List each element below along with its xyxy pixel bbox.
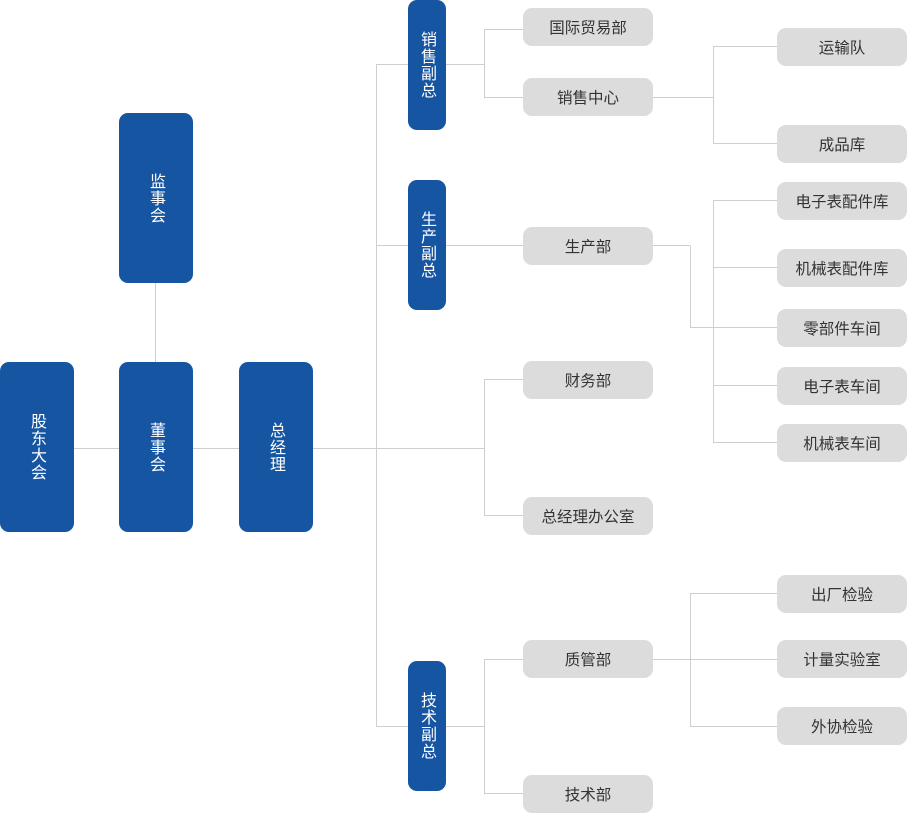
node-label: 监事会 — [147, 172, 166, 224]
node-intl-trade: 国际贸易部 — [523, 8, 653, 46]
node-general-manager: 总经理 — [239, 362, 313, 532]
node-label: 零部件车间 — [803, 320, 881, 338]
node-label: 国际贸易部 — [549, 19, 627, 37]
node-label: 总经理 — [267, 421, 286, 473]
node-board: 董事会 — [119, 362, 193, 532]
node-mechanical-parts-store: 机械表配件库 — [777, 249, 907, 287]
node-finance: 财务部 — [523, 361, 653, 399]
node-quality: 质管部 — [523, 640, 653, 678]
node-label: 运输队 — [818, 39, 866, 57]
node-label: 总经理办公室 — [541, 508, 635, 526]
node-supervisors: 监事会 — [119, 113, 193, 283]
node-label: 生产部 — [564, 238, 612, 256]
node-sales-center: 销售中心 — [523, 78, 653, 116]
node-factory-inspection: 出厂检验 — [777, 575, 907, 613]
node-label: 机械表车间 — [803, 435, 881, 453]
node-label: 股东大会 — [28, 413, 47, 481]
node-label: 销售副总 — [418, 31, 437, 99]
node-label: 销售中心 — [556, 89, 619, 107]
node-label: 电子表车间 — [803, 378, 881, 396]
node-label: 质管部 — [564, 651, 612, 669]
node-production: 生产部 — [523, 227, 653, 265]
node-metrology-lab: 计量实验室 — [777, 640, 907, 678]
node-label: 董事会 — [147, 421, 166, 473]
node-label: 机械表配件库 — [795, 260, 889, 278]
node-electronic-parts-store: 电子表配件库 — [777, 182, 907, 220]
node-vp-sales: 销售副总 — [408, 0, 446, 130]
node-shareholders: 股东大会 — [0, 362, 74, 532]
node-outsourcing-inspection: 外协检验 — [777, 707, 907, 745]
node-finished-goods: 成品库 — [777, 125, 907, 163]
node-vp-technology: 技术副总 — [408, 661, 446, 791]
node-label: 技术部 — [564, 786, 612, 804]
node-label: 计量实验室 — [803, 651, 881, 669]
node-gm-office: 总经理办公室 — [523, 497, 653, 535]
node-fleet: 运输队 — [777, 28, 907, 66]
node-label: 生产副总 — [418, 211, 437, 279]
node-label: 外协检验 — [810, 718, 873, 736]
node-label: 成品库 — [818, 136, 866, 154]
node-electronic-workshop: 电子表车间 — [777, 367, 907, 405]
node-label: 财务部 — [564, 372, 612, 390]
node-parts-workshop: 零部件车间 — [777, 309, 907, 347]
node-technology: 技术部 — [523, 775, 653, 813]
node-label: 出厂检验 — [810, 586, 873, 604]
node-vp-production: 生产副总 — [408, 180, 446, 310]
node-label: 技术副总 — [418, 692, 437, 760]
node-mechanical-workshop: 机械表车间 — [777, 424, 907, 462]
node-label: 电子表配件库 — [795, 193, 889, 211]
